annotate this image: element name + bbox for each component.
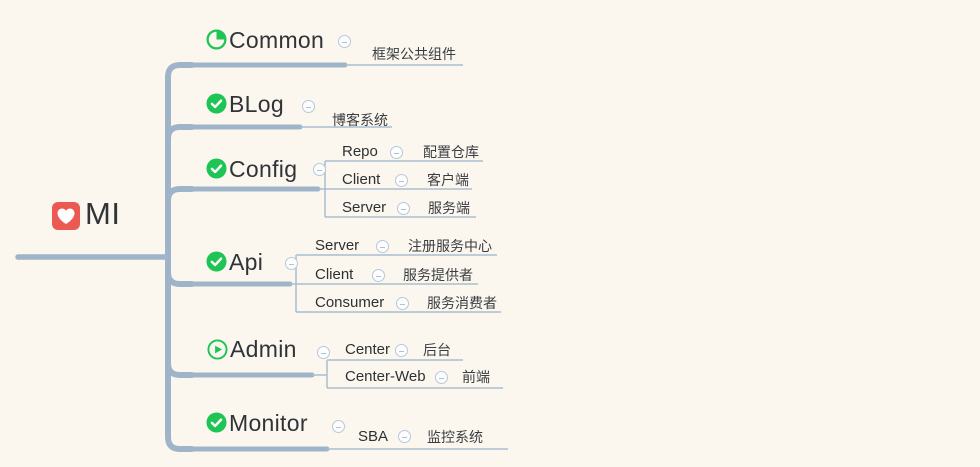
- config-server-leaf-label[interactable]: 服务端: [428, 200, 470, 216]
- collapse-icon[interactable]: [398, 430, 411, 443]
- monitor-sba-leaf-label[interactable]: 监控系统: [427, 429, 483, 445]
- monitor-row-sba-label[interactable]: SBA: [358, 428, 389, 445]
- branch-common-label[interactable]: Common: [229, 27, 325, 53]
- pie-quarter-icon: [206, 29, 227, 50]
- api-row-client-label[interactable]: Client: [315, 266, 354, 283]
- common-child-label[interactable]: 框架公共组件: [372, 46, 456, 62]
- collapse-icon[interactable]: [376, 240, 389, 253]
- check-circle-icon: [206, 251, 227, 272]
- admin-row-center-label[interactable]: Center: [345, 341, 391, 358]
- branch-blog-label[interactable]: BLog: [229, 91, 284, 117]
- config-repo-leaf-label[interactable]: 配置仓库: [423, 144, 479, 160]
- config-row-repo-label[interactable]: Repo: [342, 143, 378, 160]
- collapse-icon[interactable]: [372, 269, 385, 282]
- collapse-icon[interactable]: [395, 344, 408, 357]
- config-client-leaf-label[interactable]: 客户端: [427, 172, 469, 188]
- collapse-icon[interactable]: [395, 174, 408, 187]
- api-client-leaf-label[interactable]: 服务提供者: [403, 267, 473, 283]
- branch-api-label[interactable]: Api: [229, 249, 264, 275]
- play-circle-icon: [207, 339, 228, 360]
- api-row-server-label[interactable]: Server: [315, 237, 360, 254]
- check-circle-icon: [206, 158, 227, 179]
- collapse-icon[interactable]: [302, 100, 315, 113]
- api-server-leaf-label[interactable]: 注册服务中心: [408, 238, 492, 254]
- branch-admin-label[interactable]: Admin: [230, 336, 297, 362]
- collapse-icon[interactable]: [313, 163, 326, 176]
- collapse-icon[interactable]: [332, 420, 345, 433]
- heart-icon: [52, 202, 80, 230]
- collapse-icon[interactable]: [435, 371, 448, 384]
- collapse-icon[interactable]: [285, 257, 298, 270]
- config-row-server-label[interactable]: Server: [342, 199, 387, 216]
- root-node-label[interactable]: MI: [85, 196, 121, 231]
- admin-centerweb-leaf-label[interactable]: 前端: [462, 369, 490, 385]
- collapse-icon[interactable]: [397, 202, 410, 215]
- branch-config-label[interactable]: Config: [229, 156, 298, 182]
- collapse-icon[interactable]: [396, 297, 409, 310]
- api-consumer-leaf-label[interactable]: 服务消费者: [427, 295, 497, 311]
- blog-child-label[interactable]: 博客系统: [332, 112, 388, 128]
- admin-center-leaf-label[interactable]: 后台: [423, 342, 451, 358]
- admin-row-centerweb-label[interactable]: Center-Web: [345, 368, 426, 385]
- collapse-icon[interactable]: [317, 346, 330, 359]
- branch-monitor-label[interactable]: Monitor: [229, 410, 308, 436]
- collapse-icon[interactable]: [390, 146, 403, 159]
- check-circle-icon: [206, 93, 227, 114]
- api-row-consumer-label[interactable]: Consumer: [315, 294, 385, 311]
- collapse-icon[interactable]: [338, 35, 351, 48]
- config-row-client-label[interactable]: Client: [342, 171, 381, 188]
- check-circle-icon: [206, 412, 227, 433]
